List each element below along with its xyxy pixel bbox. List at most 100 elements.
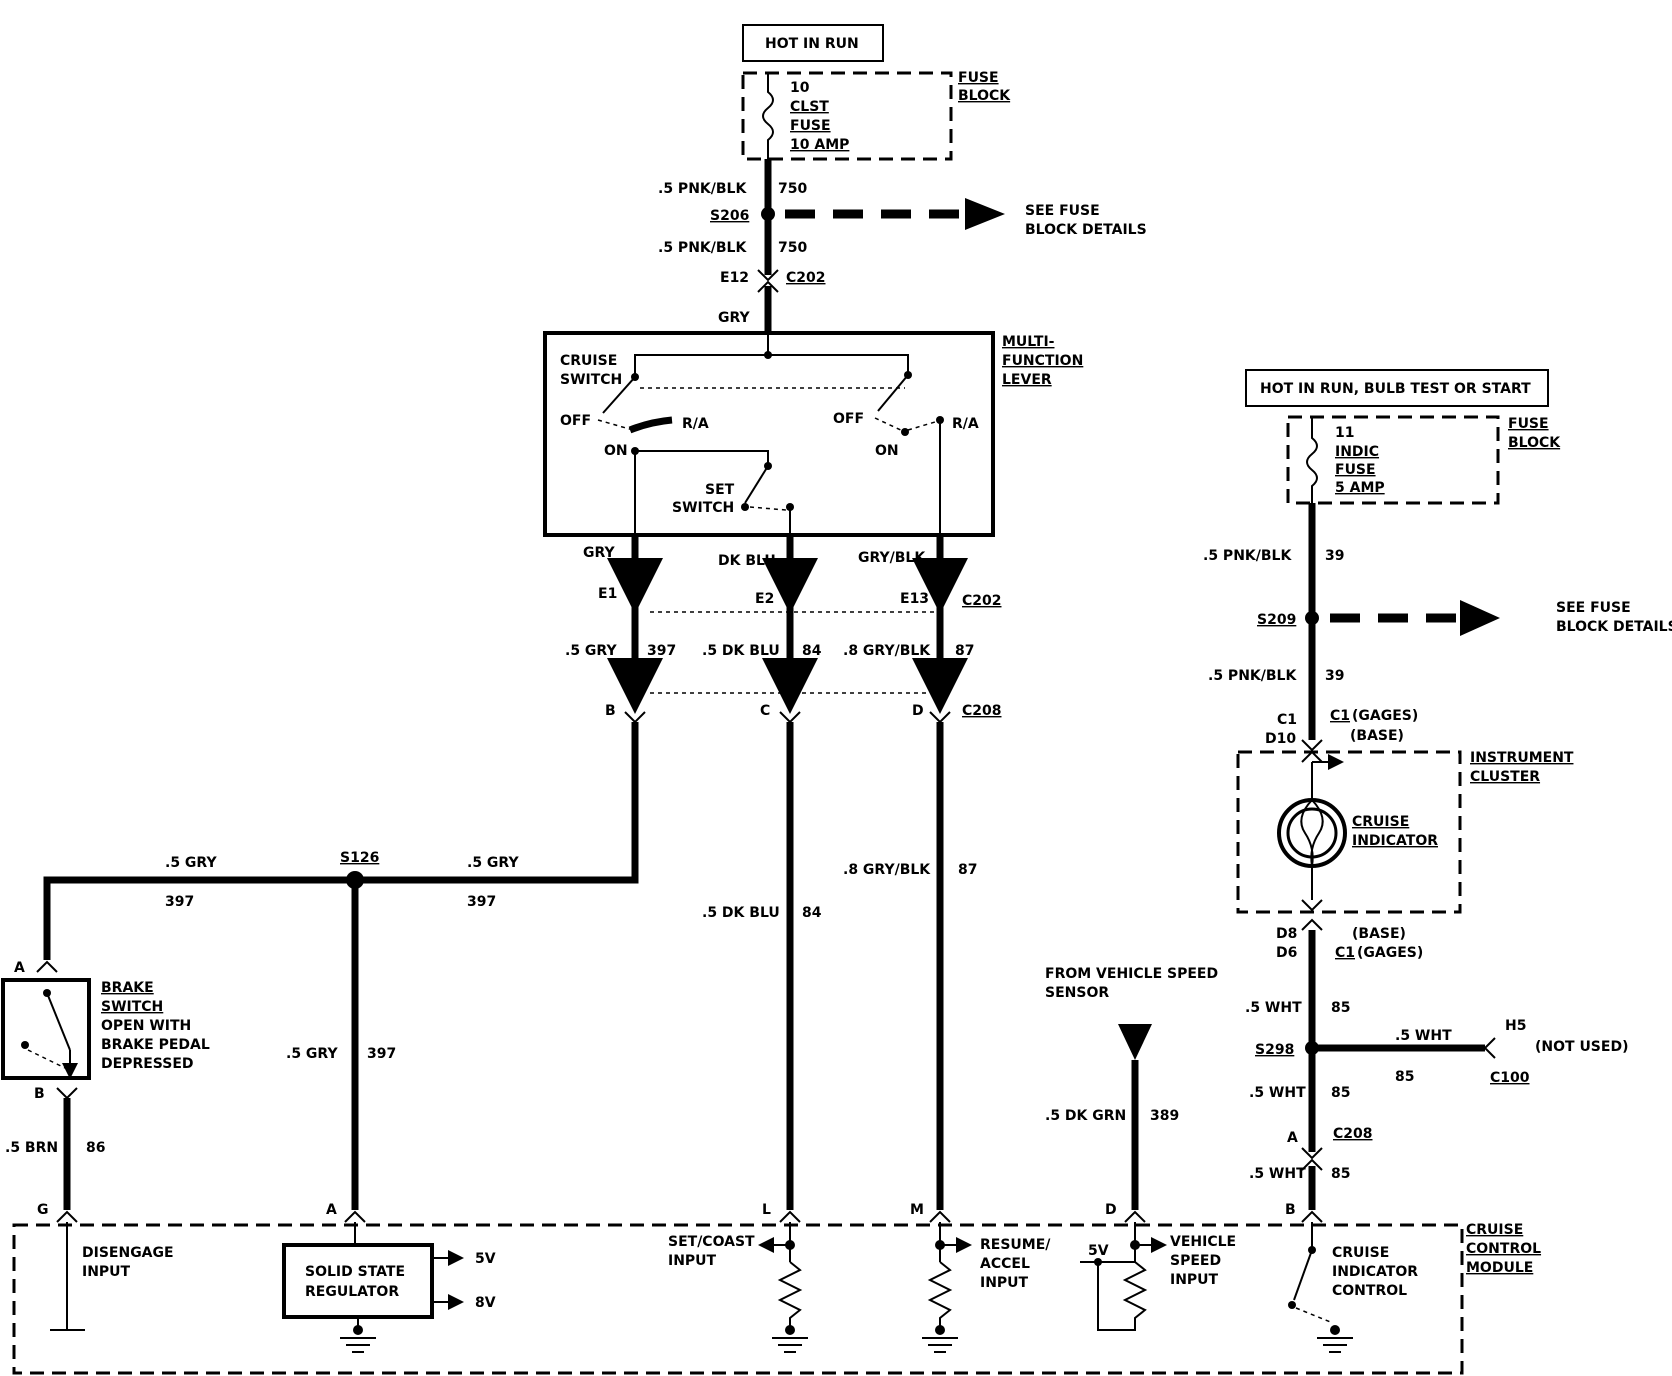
instrument-cluster-box <box>1236 750 1462 914</box>
circuit-number: 85 <box>1331 1166 1350 1182</box>
brake-switch-desc: OPEN WITH <box>101 1018 191 1034</box>
connector <box>56 1087 78 1100</box>
pin-label: D <box>912 703 924 719</box>
see-fuse-label-2: BLOCK DETAILS <box>1025 222 1147 238</box>
wire-label: .5 PNK/BLK <box>1203 548 1292 564</box>
not-used-label: (NOT USED) <box>1535 1039 1628 1055</box>
brake-switch-blade <box>46 992 71 1051</box>
splice-label: S206 <box>710 208 749 224</box>
ground-icon <box>922 1337 958 1353</box>
regulator-label: SOLID STATE <box>305 1264 405 1280</box>
hot-in-run-label: HOT IN RUN <box>765 36 859 52</box>
resistor <box>777 1261 803 1330</box>
connector-label: C1 <box>1330 708 1350 724</box>
output-5v: 5V <box>475 1251 496 1267</box>
cruise-indicator-control-label-3: CONTROL <box>1332 1283 1407 1299</box>
wire-label: .5 GRY <box>565 643 617 659</box>
brake-switch-desc-3: DEPRESSED <box>101 1056 194 1072</box>
brake-switch-box <box>1 978 91 1080</box>
ra-contact <box>628 416 673 434</box>
wire-397-left <box>43 722 639 960</box>
ground-icon <box>772 1337 808 1353</box>
pullup-resistor <box>1097 1261 1148 1331</box>
circuit-number: 84 <box>802 643 822 659</box>
cruise-switch-blade-right <box>877 374 909 412</box>
switch-contact <box>21 1041 29 1049</box>
set-dotted <box>749 506 787 511</box>
cluster-label: INSTRUMENT <box>1470 750 1574 766</box>
circuit-number: 389 <box>1150 1108 1179 1124</box>
cruise-indicator-label-2: INDICATOR <box>1352 833 1438 849</box>
set-switch-label-2: SWITCH <box>672 500 734 516</box>
solid-state-regulator <box>282 1243 434 1319</box>
switch-dotted <box>1295 1307 1334 1324</box>
connector <box>36 960 58 973</box>
ground-node <box>785 1325 795 1335</box>
pin-label: D10 <box>1265 731 1296 747</box>
vehicle-speed-label: VEHICLE <box>1170 1234 1236 1250</box>
wire-color: GRY <box>583 545 616 561</box>
off-dotted-right <box>874 417 906 433</box>
fuse-name: CLST <box>790 99 829 115</box>
resistor <box>927 1261 953 1330</box>
ground-node <box>1330 1325 1340 1335</box>
fuse-block-label: FUSE <box>1508 416 1549 432</box>
splice-s209 <box>1305 611 1319 625</box>
off-label: OFF <box>560 413 591 429</box>
circuit-number: 750 <box>778 240 807 256</box>
pin-label: C1 <box>1277 712 1297 728</box>
wire-label: .5 BRN <box>5 1140 58 1156</box>
connector-note: (BASE) <box>1350 728 1404 744</box>
brake-switch-label-2: SWITCH <box>101 999 163 1015</box>
resume-accel-label: RESUME/ <box>980 1237 1051 1253</box>
node <box>764 351 772 359</box>
wire-label: .5 WHT <box>1245 1000 1302 1016</box>
connector-female <box>757 269 779 282</box>
wire-label: .5 DK BLU <box>702 643 780 659</box>
module-title-2: CONTROL <box>1466 1241 1541 1257</box>
set-coast-label-2: INPUT <box>668 1253 717 1269</box>
vss-label: FROM VEHICLE SPEED <box>1045 966 1218 982</box>
pin-label: D <box>1105 1202 1117 1218</box>
connector-note: (GAGES) <box>1357 945 1423 961</box>
connector <box>1301 739 1323 752</box>
circuit-number: 84 <box>802 905 822 921</box>
ra-label: R/A <box>682 416 709 432</box>
circuit-number: 39 <box>1325 668 1344 684</box>
regulator-label-2: REGULATOR <box>305 1284 399 1300</box>
connector <box>779 1210 801 1223</box>
circuit-number: 85 <box>1331 1085 1350 1101</box>
vss-source-triangle <box>1118 1024 1152 1060</box>
pin-label: M <box>910 1202 924 1218</box>
vehicle-speed-label-2: SPEED <box>1170 1253 1221 1269</box>
circuit-number: 750 <box>778 181 807 197</box>
connector <box>779 711 801 724</box>
cruise-indicator-control-label-2: INDICATOR <box>1332 1264 1418 1280</box>
wire-label: .8 GRY/BLK <box>843 643 931 659</box>
pin-label: E12 <box>720 270 749 286</box>
lever-title: MULTI- <box>1002 334 1055 350</box>
pin-label: B <box>605 703 616 719</box>
ground-node <box>935 1325 945 1335</box>
on-label-right: ON <box>875 443 899 459</box>
connector <box>1301 750 1323 763</box>
circuit-number: 39 <box>1325 548 1344 564</box>
disengage-input-label-2: INPUT <box>82 1264 131 1280</box>
fuse-block-label: FUSE <box>958 70 999 86</box>
fuse-amp: 10 AMP <box>790 137 849 153</box>
wire-color: DK BLU <box>718 553 776 569</box>
connector <box>1301 899 1323 912</box>
splice-s206 <box>761 207 775 221</box>
wire-label: .5 WHT <box>1249 1166 1306 1182</box>
node <box>1094 1258 1102 1266</box>
fuse-10-symbol <box>762 73 774 159</box>
cruise-indicator-label: CRUISE <box>1352 814 1409 830</box>
circuit-number: 397 <box>367 1046 396 1062</box>
set-switch-label: SET <box>705 482 735 498</box>
fuse-amp: 5 AMP <box>1335 480 1385 496</box>
connector <box>56 1210 78 1223</box>
ra-label-right: R/A <box>952 416 979 432</box>
wire-color: GRY/BLK <box>858 550 926 566</box>
pin-label: E13 <box>900 591 929 607</box>
